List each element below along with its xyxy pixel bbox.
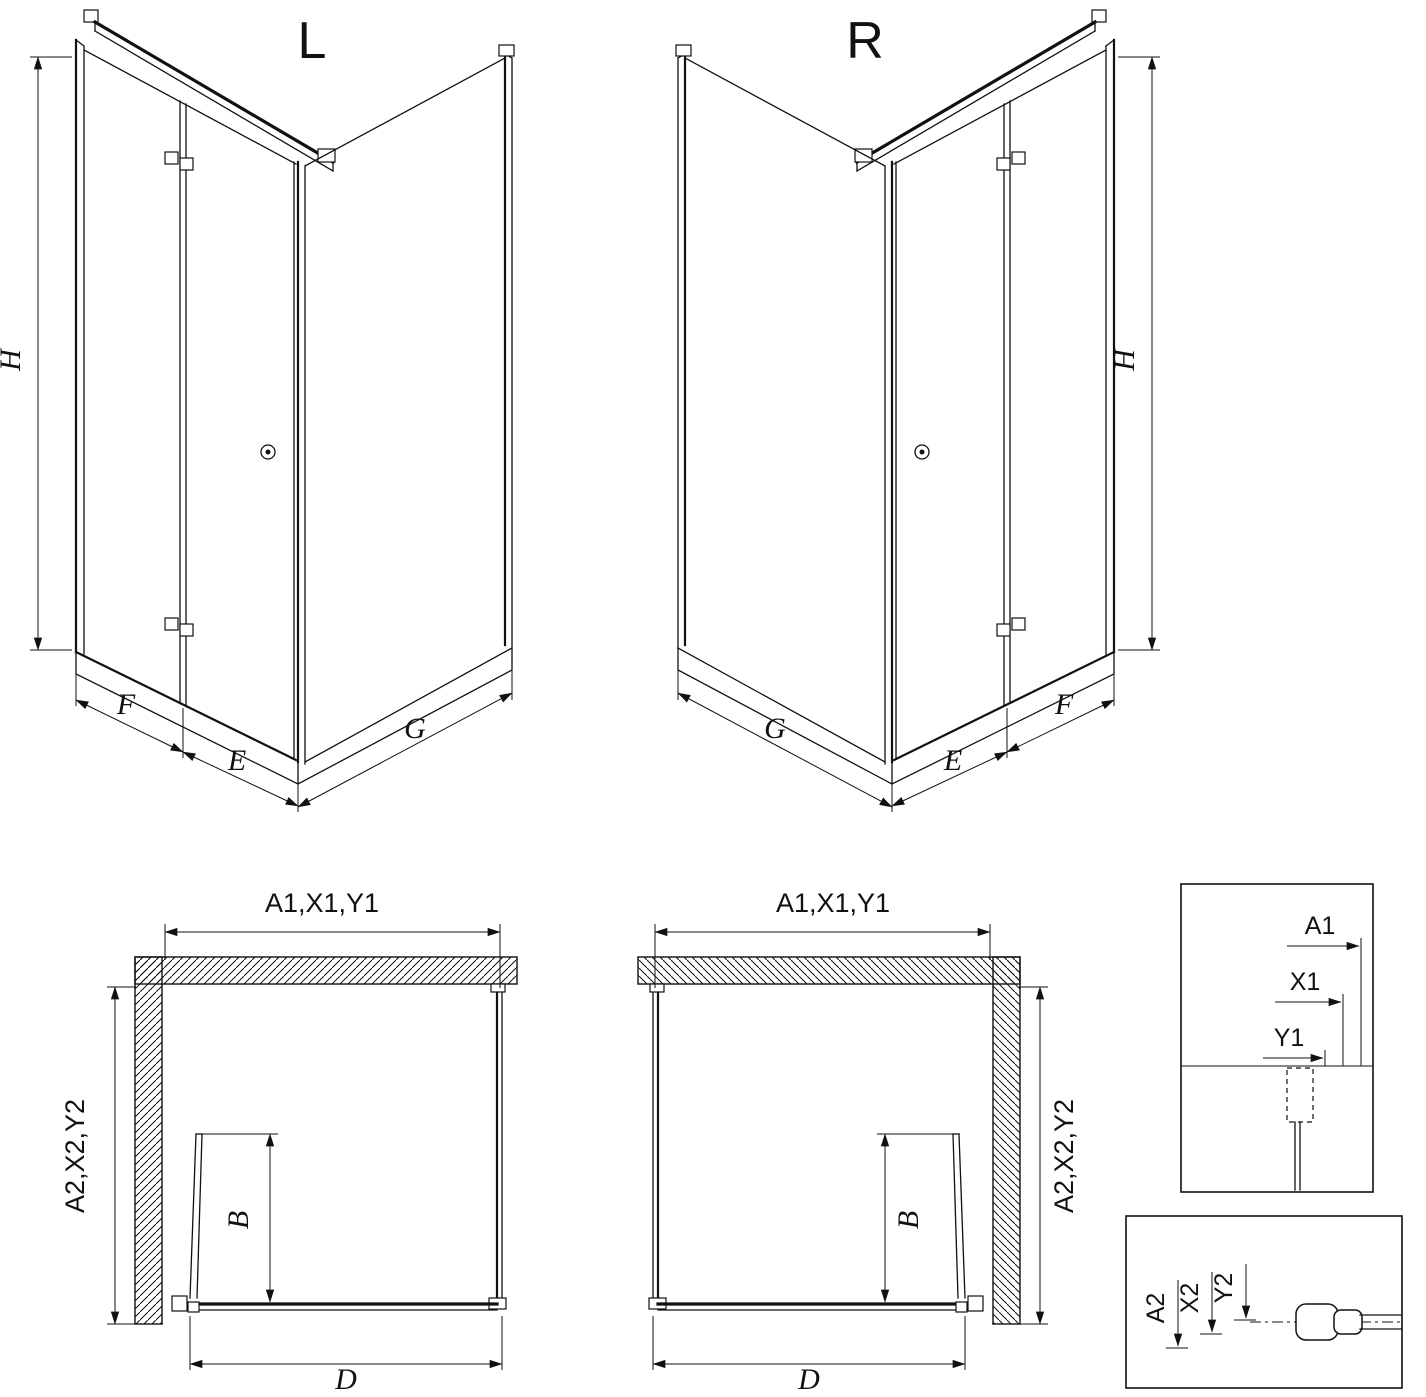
dim-label-d: D: [797, 1363, 820, 1396]
dim-label-a1x1y1: A1,X1,Y1: [776, 888, 890, 918]
dimension-lines: [30, 56, 513, 812]
wall-profile-left: [74, 9, 99, 655]
dim-label-y1: Y1: [1274, 1024, 1305, 1052]
dim-label-b: B: [222, 1211, 255, 1229]
plan-view-left: A1,X1,Y1 A2,X2,Y2 B D: [60, 888, 518, 1396]
threshold-plan: [171, 1295, 499, 1313]
dim-label-a2: A2: [1142, 1293, 1170, 1324]
dim-label-g: G: [404, 712, 426, 745]
dim-label-g: G: [764, 712, 786, 745]
fixed-panel-plan: [488, 983, 507, 1310]
dim-label-e: E: [943, 744, 962, 777]
dim-label-h: H: [0, 347, 27, 372]
corner-post: [296, 160, 306, 765]
door-handle-knob: [260, 444, 276, 460]
dim-label-e: E: [227, 744, 246, 777]
dim-label-h: H: [1108, 347, 1141, 372]
wall-hatched-side: [134, 956, 163, 1325]
measure-arrows: [1263, 941, 1360, 1063]
dim-label-d: D: [334, 1363, 357, 1396]
measure-arrows: [1173, 1264, 1251, 1347]
dim-label-x1: X1: [1290, 968, 1321, 996]
dim-label-x2: X2: [1176, 1283, 1204, 1314]
iso-view-right: R H G E F: [620, 0, 1190, 860]
folding-door-glass: [74, 49, 298, 762]
reference-lines: [1166, 1319, 1400, 1349]
dim-label-a2x2y2: A2,X2,Y2: [60, 1099, 90, 1213]
mirrored-plan-art: [638, 924, 1048, 1370]
dim-label-f: F: [1054, 688, 1074, 721]
bottom-seal-profile-section: [1295, 1303, 1402, 1341]
dim-label-a2x2y2: A2,X2,Y2: [1049, 1099, 1079, 1213]
iso-view-left: L H F E G: [0, 9, 515, 812]
detail-frame: [1125, 1215, 1403, 1389]
plan-view-right: A1,X1,Y1 A2,X2,Y2 B D: [615, 888, 1079, 1396]
open-door-plan: [189, 1133, 203, 1299]
variant-label-left: L: [298, 12, 327, 70]
dimension-lines: [107, 924, 503, 1370]
door-hinges: [164, 151, 194, 637]
top-support-rail: [92, 19, 336, 172]
dim-label-f: F: [116, 688, 136, 721]
wall-hatched-top: [134, 956, 518, 985]
mirrored-enclosure-art: [676, 10, 1160, 812]
detail-height-adjustment: A2 X2 Y2: [1125, 1215, 1403, 1389]
detail-width-adjustment: A1 X1 Y1: [1180, 883, 1374, 1193]
reference-lines: [1181, 938, 1373, 1067]
dim-label-a1x1y1: A1,X1,Y1: [265, 888, 379, 918]
variant-label-right: R: [846, 12, 884, 70]
fixed-side-panel: [304, 44, 515, 763]
dim-label-y2: Y2: [1210, 1273, 1238, 1304]
dim-label-b: B: [892, 1211, 925, 1229]
dim-label-a1: A1: [1305, 912, 1336, 940]
detail-frame: [1180, 883, 1374, 1193]
wall-profile-section: [1286, 1067, 1314, 1191]
